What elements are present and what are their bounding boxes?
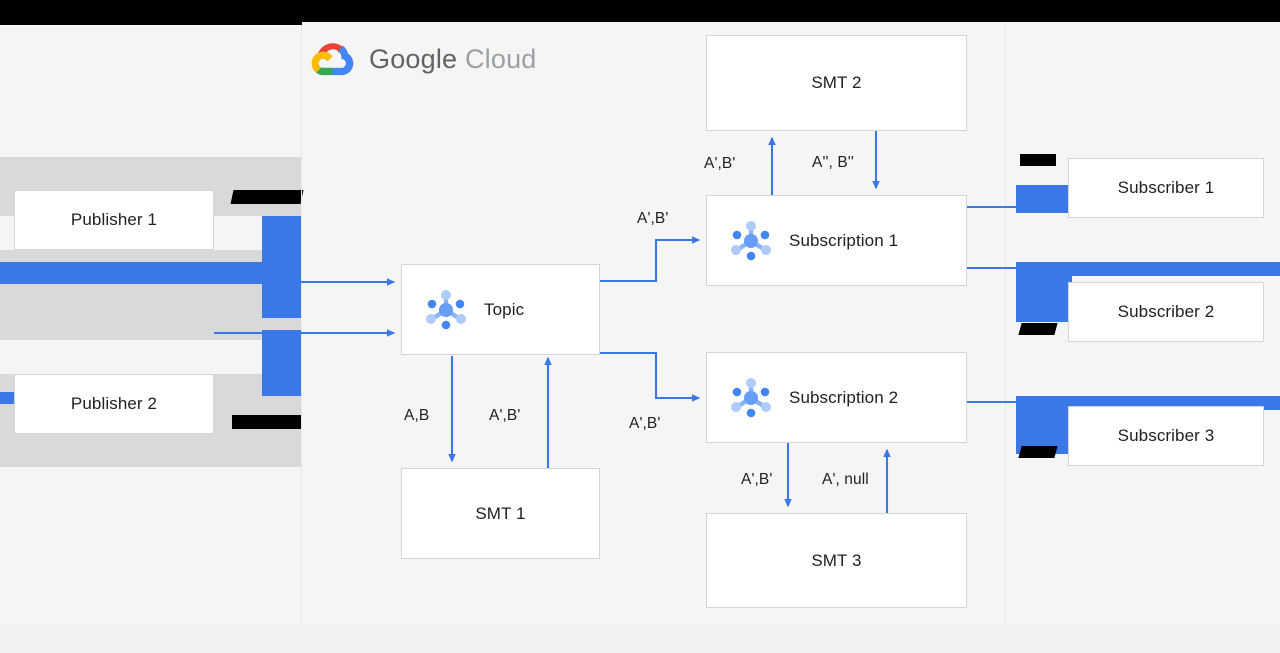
left-overlay-gap-b <box>0 340 302 374</box>
brand-cloud: Cloud <box>464 43 537 74</box>
node-subscriber-3[interactable]: Subscriber 3 <box>1068 406 1264 466</box>
right-overlay-blue-block-3 <box>1016 396 1072 454</box>
edge-label-topic-to-sub2: A',B' <box>629 415 661 432</box>
left-overlay-blue-block-3 <box>262 330 302 396</box>
right-overlay-black-bar-1 <box>1020 154 1056 166</box>
edge-label-sub2-to-smt3: A',B' <box>741 471 773 488</box>
right-overlay-blue-block-1 <box>1016 185 1072 213</box>
right-overlay-blue-block-2 <box>1016 262 1072 322</box>
brand-google: Google <box>369 43 458 74</box>
node-label-smt-1: SMT 1 <box>475 503 526 523</box>
left-overlay-black-bar-1 <box>230 190 304 204</box>
pubsub-icon <box>723 213 779 269</box>
google-cloud-logo-text: Google Cloud <box>369 43 537 74</box>
edge-label-smt3-to-sub2: A', null <box>822 471 869 488</box>
node-publisher-1[interactable]: Publisher 1 <box>14 190 214 250</box>
left-overlay-blue-block-1 <box>262 216 302 318</box>
node-subscription-1[interactable]: Subscription 1 <box>706 195 967 286</box>
node-label-subscriber-2: Subscriber 2 <box>1117 302 1215 321</box>
node-label-publisher-1: Publisher 1 <box>70 210 158 229</box>
node-label-subscription-1: Subscription 1 <box>789 230 899 250</box>
google-cloud-logo-icon <box>310 40 355 78</box>
node-topic[interactable]: Topic <box>401 264 600 355</box>
pubsub-icon <box>418 282 474 338</box>
edge-label-topic-to-sub1: A',B' <box>637 210 669 227</box>
node-smt-3[interactable]: SMT 3 <box>706 513 967 608</box>
node-label-subscriber-3: Subscriber 3 <box>1117 426 1215 445</box>
node-label-subscriber-1: Subscriber 1 <box>1117 178 1215 197</box>
left-overlay-blue-bar-1 <box>0 262 262 284</box>
google-cloud-logo: Google Cloud <box>310 40 537 78</box>
node-label-smt-3: SMT 3 <box>811 550 862 570</box>
top-black-bar-left <box>0 0 302 25</box>
left-overlay-edge <box>301 25 302 625</box>
node-publisher-2[interactable]: Publisher 2 <box>14 374 214 434</box>
edge-label-smt1-to-topic: A',B' <box>489 407 521 424</box>
right-overlay-black-bar-3 <box>1018 446 1058 458</box>
node-subscription-2[interactable]: Subscription 2 <box>706 352 967 443</box>
node-label-publisher-2: Publisher 2 <box>70 394 158 413</box>
pubsub-icon <box>723 370 779 426</box>
node-subscriber-2[interactable]: Subscriber 2 <box>1068 282 1264 342</box>
edge-label-smt2-to-sub1: A'', B'' <box>812 154 854 171</box>
node-label-subscription-2: Subscription 2 <box>789 387 899 407</box>
node-label-smt-2: SMT 2 <box>811 73 862 92</box>
left-overlay-black-bar-2 <box>232 415 302 429</box>
node-subscriber-1[interactable]: Subscriber 1 <box>1068 158 1264 218</box>
node-smt-1[interactable]: SMT 1 <box>401 468 600 559</box>
edge-label-sub1-to-smt2: A',B' <box>704 155 736 172</box>
top-black-bar-right <box>302 0 1280 22</box>
right-overlay-edge <box>1005 22 1006 625</box>
node-smt-2[interactable]: SMT 2 <box>706 35 967 131</box>
edge-label-topic-to-smt1: A,B <box>404 407 430 424</box>
right-overlay-black-bar-2 <box>1018 323 1058 335</box>
node-label-topic: Topic <box>484 299 525 319</box>
